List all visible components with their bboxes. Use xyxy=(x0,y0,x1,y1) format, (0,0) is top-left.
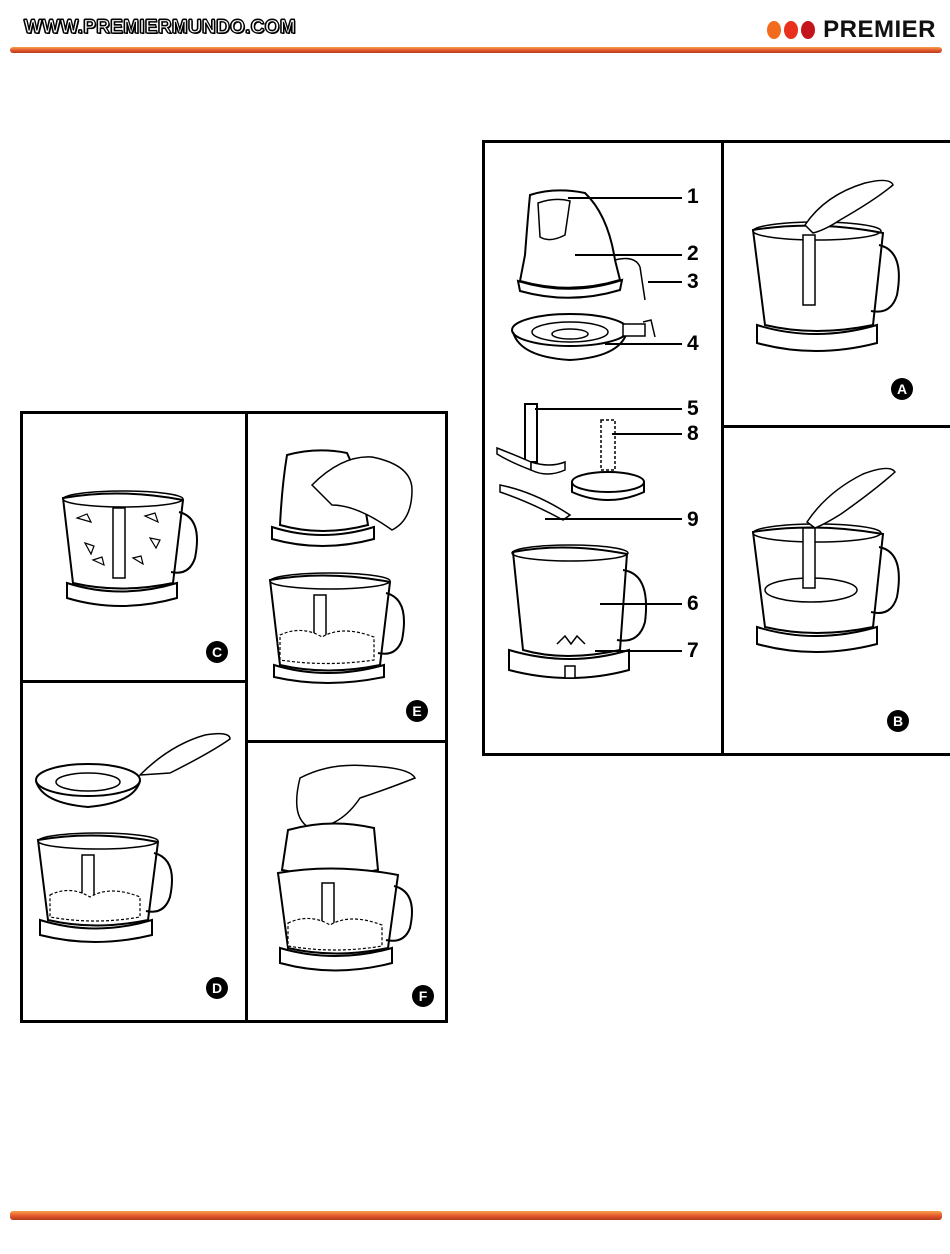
step-c-illustration xyxy=(55,478,205,618)
step-b-illustration xyxy=(745,462,905,662)
part-label-4: 4 xyxy=(687,332,699,356)
step-label-e: E xyxy=(406,700,428,722)
part-label-9: 9 xyxy=(687,508,699,532)
step-label-f: F xyxy=(412,985,434,1007)
step-d-illustration xyxy=(30,725,235,950)
step-a-illustration xyxy=(745,175,905,360)
part-label-5: 5 xyxy=(687,397,699,421)
part-label-7: 7 xyxy=(687,639,699,663)
step-label-d: D xyxy=(206,977,228,999)
step-label-b: B xyxy=(887,710,909,732)
step-label-c: C xyxy=(206,641,228,663)
step-label-a: A xyxy=(891,378,913,400)
footer-divider xyxy=(10,1211,942,1220)
part-label-6: 6 xyxy=(687,592,699,616)
step-f-illustration xyxy=(270,758,420,983)
part-label-8: 8 xyxy=(687,422,699,446)
part-label-1: 1 xyxy=(687,185,699,209)
part-label-2: 2 xyxy=(687,242,699,266)
step-e-illustration xyxy=(262,445,422,690)
part-label-3: 3 xyxy=(687,270,699,294)
